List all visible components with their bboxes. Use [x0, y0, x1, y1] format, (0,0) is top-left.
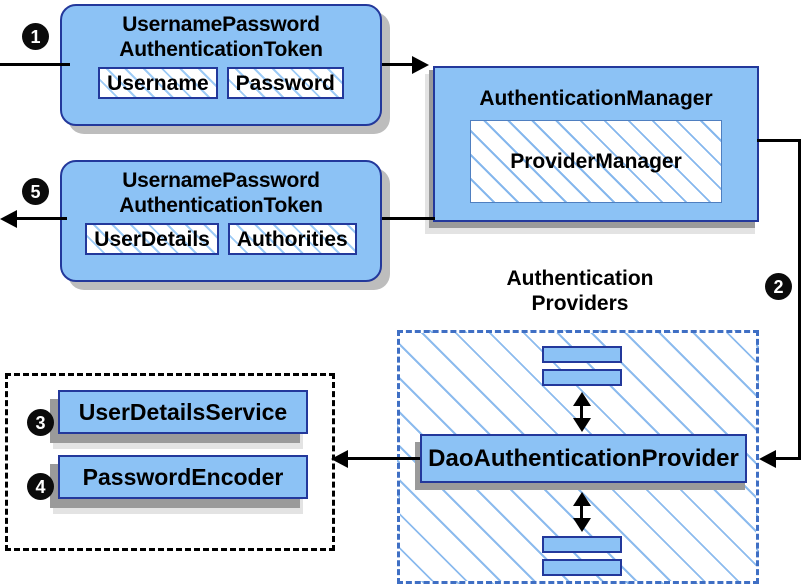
collapsed-provider-bar-top-2: [542, 369, 622, 386]
manager-to-providers-line-vertical: [798, 139, 801, 460]
provider-to-dependencies-line: [348, 457, 420, 460]
collapsed-provider-bar-bottom-2: [542, 559, 622, 576]
response-token-slots: UserDetails Authorities: [62, 223, 380, 255]
collapsed-provider-bar-bottom-1: [542, 536, 622, 553]
token-to-manager-arrowhead: [412, 56, 429, 74]
providers-caption-line1: Authentication: [506, 267, 654, 290]
dao-authentication-provider-box: DaoAuthenticationProvider: [420, 434, 747, 483]
request-token-title-line1: UsernamePassword: [122, 13, 320, 36]
manager-to-providers-line-bottom: [776, 457, 801, 460]
userdetailsservice-box: UserDetailsService: [58, 390, 308, 434]
request-token-slot-password: Password: [226, 67, 344, 99]
provider-link-line-bottom: [580, 500, 583, 522]
provider-manager-box: ProviderManager: [470, 120, 722, 203]
providers-caption-line2: Providers: [531, 292, 629, 315]
provider-link-arrow-top-up: [573, 392, 591, 406]
manager-to-providers-arrowhead: [759, 450, 776, 468]
response-token-card: UsernamePassword AuthenticationToken Use…: [60, 160, 382, 282]
provider-link-arrow-bottom-down: [573, 518, 591, 532]
request-token-title: UsernamePassword AuthenticationToken: [119, 12, 323, 62]
token-to-manager-line: [382, 63, 414, 66]
response-token-slot-authorities: Authorities: [227, 223, 357, 255]
step-marker-4: 4: [27, 473, 54, 500]
provider-to-dependencies-arrowhead: [331, 450, 348, 468]
authentication-manager-box: AuthenticationManager ProviderManager: [433, 66, 759, 222]
response-token-title-line2: AuthenticationToken: [119, 194, 323, 217]
response-token-title: UsernamePassword AuthenticationToken: [119, 168, 323, 218]
request-token-slot-username: Username: [98, 67, 218, 99]
response-token-slot-userdetails: UserDetails: [85, 223, 219, 255]
step-marker-5: 5: [22, 178, 49, 205]
step-marker-1: 1: [22, 23, 49, 50]
step-marker-2: 2: [765, 273, 792, 300]
request-token-slots: Username Password: [62, 67, 380, 99]
manager-to-response-token-line: [382, 217, 435, 220]
request-token-card: UsernamePassword AuthenticationToken Use…: [60, 4, 382, 126]
provider-link-arrow-bottom-up: [573, 492, 591, 506]
provider-link-arrow-top-down: [573, 418, 591, 432]
step-marker-3: 3: [27, 409, 54, 436]
request-token-title-line2: AuthenticationToken: [119, 38, 323, 61]
authentication-providers-caption: Authentication Providers: [451, 266, 709, 316]
manager-to-providers-line-top: [757, 139, 801, 142]
response-outgoing-line: [17, 217, 67, 220]
provider-link-line-top: [580, 400, 583, 422]
incoming-request-line: [0, 63, 70, 66]
response-outgoing-arrowhead: [0, 210, 17, 228]
response-token-title-line1: UsernamePassword: [122, 169, 320, 192]
passwordencoder-box: PasswordEncoder: [58, 455, 308, 499]
authentication-manager-title: AuthenticationManager: [479, 87, 713, 110]
collapsed-provider-bar-top-1: [542, 346, 622, 363]
